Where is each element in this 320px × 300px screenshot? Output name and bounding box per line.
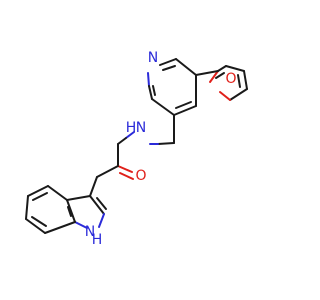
bond-double-inner: [215, 72, 225, 79]
bond-double-inner: [96, 197, 107, 210]
bond: [217, 65, 227, 72]
bond-biaryl: [195, 70, 219, 76]
bond: [89, 176, 98, 197]
carbonyl-oxygen-label: O: [135, 168, 146, 184]
bond: [173, 105, 197, 116]
pyridine-nitrogen-label: N: [148, 50, 158, 66]
amide-nitrogen-label: N: [136, 120, 146, 136]
bond: [66, 199, 76, 223]
bond: [225, 65, 245, 72]
bond: [151, 98, 175, 116]
bond: [27, 185, 49, 197]
pyridine-ring: [147, 58, 197, 116]
bond: [25, 195, 29, 220]
bond: [47, 185, 68, 201]
bond-carbonyl: [117, 165, 133, 173]
bond: [157, 142, 175, 145]
bond-double-inner: [175, 101, 192, 109]
bond: [98, 213, 105, 228]
bond: [74, 221, 88, 229]
furan-ring: [209, 65, 248, 101]
indole-nitrogen-label: N: [85, 224, 95, 240]
bond-double-inner: [237, 74, 241, 88]
bond: [209, 70, 219, 83]
furan-oxygen-label: O: [225, 71, 236, 87]
bond: [175, 58, 197, 76]
bond: [219, 91, 231, 101]
bond: [66, 195, 91, 201]
bond: [147, 72, 150, 87]
amide-hydrogen-label: H: [126, 120, 137, 136]
indole-hydrogen-label: H: [92, 232, 103, 248]
bond-double-inner: [31, 216, 47, 227]
indole-benzene-ring: [25, 185, 76, 234]
bond: [148, 85, 153, 100]
bond: [229, 88, 248, 101]
bond-double-inner: [162, 65, 176, 71]
bond: [25, 218, 46, 234]
bond: [125, 131, 135, 139]
bond-carbonyl-double: [119, 172, 134, 180]
bond: [117, 137, 127, 145]
bond: [44, 221, 76, 234]
bond-double-inner: [152, 85, 156, 96]
bond: [159, 58, 177, 66]
bond: [96, 165, 119, 178]
bond: [89, 195, 105, 215]
bond-double-inner: [32, 192, 48, 201]
bond-double-inner: [67, 206, 72, 217]
bond: [243, 70, 248, 90]
indole-pyrrole-ring: [66, 176, 107, 229]
molecule-diagram: N O N H O N H: [25, 50, 248, 248]
structure-svg: N O N H O N H: [25, 50, 248, 248]
